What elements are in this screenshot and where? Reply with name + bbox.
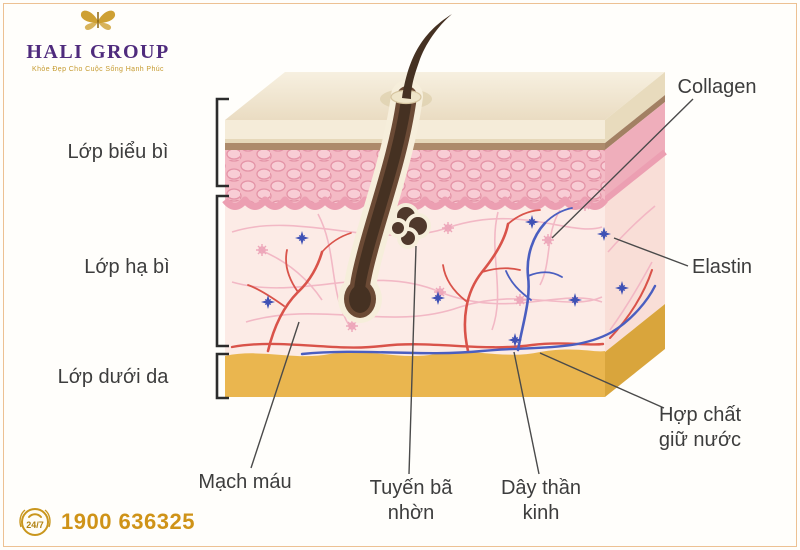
brand-name: HALI GROUP (26, 41, 170, 63)
label-water-line2: giữ nước (659, 429, 741, 451)
layer-brackets (215, 97, 229, 400)
label-dermis: Lớp hạ bì (84, 256, 169, 278)
butterfly-icon (80, 10, 116, 30)
label-elastin: Elastin (692, 256, 752, 278)
basal-line (225, 143, 605, 150)
epidermis-layer (225, 150, 605, 207)
brand-logo: HALI GROUP Khỏe Đẹp Cho Cuộc Sống Hạnh P… (20, 8, 176, 73)
blood-vessels (230, 209, 653, 353)
label-water-line1: Hợp chất (659, 404, 741, 426)
hotline-badge-icon: 24/7 (19, 508, 51, 536)
hair-shaft (402, 14, 452, 99)
side-papillary-line (603, 149, 667, 203)
bracket-dermis (215, 194, 229, 348)
pointer-nerve (513, 351, 540, 475)
side-epidermis (605, 102, 665, 200)
label-blood: Mạch máu (198, 471, 291, 493)
label-subcutis: Lớp dưới da (58, 366, 170, 388)
hair-follicle (338, 14, 452, 323)
side-dermis (605, 152, 665, 352)
nerves (300, 207, 657, 356)
diagram-labels: Lớp biểu bì Lớp hạ bì Lớp dưới da Collag… (58, 76, 757, 524)
pointer-water (539, 352, 665, 409)
label-nerve-line2: kinh (523, 502, 560, 524)
fat-layer (225, 349, 605, 397)
pointer-collagen (551, 98, 694, 239)
side-fat (605, 304, 665, 397)
pointer-elastin (613, 237, 689, 267)
skin-surface-top (225, 72, 665, 120)
brand-tagline: Khỏe Đẹp Cho Cuộc Sống Hạnh Phúc (32, 66, 164, 73)
bracket-epidermis (215, 97, 229, 188)
label-sebaceous-line2: nhờn (388, 502, 434, 524)
papillary-boundary (222, 196, 608, 210)
side-basal-line (605, 95, 665, 150)
sebaceous-gland (388, 203, 431, 249)
hotline-number: 1900 636325 (61, 509, 195, 534)
label-sebaceous-line1: Tuyến bã (370, 477, 454, 499)
label-nerve-line1: Dây thần (501, 477, 581, 499)
badge-text: 24/7 (26, 520, 44, 530)
pointer-blood (250, 321, 300, 469)
bracket-subcutis (215, 352, 229, 400)
side-surface (605, 72, 665, 143)
pointer-sebaceous (408, 245, 417, 475)
pointer-lines (250, 98, 694, 475)
label-epidermis: Lớp biểu bì (68, 141, 169, 163)
hotline: 24/7 1900 636325 (16, 503, 195, 541)
label-collagen: Collagen (678, 76, 757, 98)
